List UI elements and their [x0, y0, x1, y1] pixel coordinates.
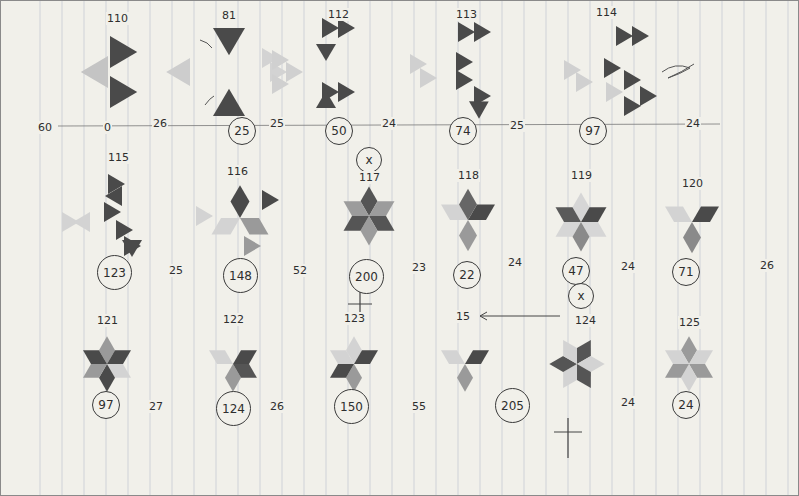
- circled-number: 148: [223, 258, 258, 293]
- figure-number: 116: [226, 165, 249, 178]
- circled-number: x: [568, 283, 594, 309]
- figure-number: 15: [455, 310, 471, 323]
- figure-number: 23: [411, 261, 427, 274]
- figure-number: 55: [411, 400, 427, 413]
- figure-number: 24: [620, 260, 636, 273]
- figure-number: 122: [222, 313, 245, 326]
- circled-number: 47: [562, 257, 590, 285]
- circled-number-text: 97: [98, 398, 113, 412]
- circled-number: 97: [579, 117, 607, 145]
- figure-number: 121: [96, 314, 119, 327]
- figure-number: 113: [455, 8, 478, 21]
- figure-number: 60: [37, 121, 53, 134]
- figure-number: 25: [168, 264, 184, 277]
- circled-number-text: 47: [568, 264, 583, 278]
- figure-number: 26: [269, 400, 285, 413]
- circled-number-text: 25: [234, 124, 249, 138]
- circled-number: 124: [216, 391, 251, 426]
- circled-number-text: 200: [355, 270, 378, 284]
- figure-number: 125: [678, 316, 701, 329]
- circled-number: 200: [349, 259, 384, 294]
- figure-number: 24: [381, 117, 397, 130]
- circled-number-text: 148: [229, 269, 252, 283]
- circled-number-text: 24: [678, 398, 693, 412]
- circled-number: 205: [495, 388, 530, 423]
- figure-number: 117: [358, 171, 381, 184]
- circled-number-text: 71: [678, 265, 693, 279]
- circled-number-text: 150: [340, 400, 363, 414]
- figure-number: 24: [685, 117, 701, 130]
- circled-number: x: [356, 147, 382, 173]
- circled-number-text: 97: [585, 124, 600, 138]
- circled-number: 22: [453, 261, 481, 289]
- figure-number: 26: [152, 117, 168, 130]
- figure-number: 115: [107, 151, 130, 164]
- figure-number: 25: [269, 117, 285, 130]
- figure-number: 27: [148, 400, 164, 413]
- figure-number: 24: [620, 396, 636, 409]
- figure-number: 119: [570, 169, 593, 182]
- circled-number: 50: [325, 117, 353, 145]
- figure-number: 112: [327, 8, 350, 21]
- circled-number-text: 124: [222, 402, 245, 416]
- circled-number: 25: [228, 117, 256, 145]
- circled-number: 123: [97, 255, 132, 290]
- circled-number: 74: [449, 117, 477, 145]
- figure-number: 123: [343, 312, 366, 325]
- circled-number: 150: [334, 389, 369, 424]
- circled-number: 97: [92, 391, 120, 419]
- figure-number: 110: [106, 12, 129, 25]
- figure-number: 24: [507, 256, 523, 269]
- figure-number: 25: [509, 119, 525, 132]
- circled-number: 71: [672, 258, 700, 286]
- circled-number-text: 74: [455, 124, 470, 138]
- figure-number: 81: [221, 9, 237, 22]
- circled-number: 24: [672, 391, 700, 419]
- circled-number-text: 50: [331, 124, 346, 138]
- figure-number: 0: [103, 121, 112, 134]
- circled-number-text: x: [365, 153, 372, 167]
- circled-number-text: 205: [501, 399, 524, 413]
- figure-number: 114: [595, 6, 618, 19]
- circled-number-text: 22: [459, 268, 474, 282]
- figure-number: 120: [681, 177, 704, 190]
- figure-number: 118: [457, 169, 480, 182]
- circled-number-text: 123: [103, 266, 126, 280]
- circled-number-text: x: [577, 289, 584, 303]
- figure-number: 124: [574, 314, 597, 327]
- figure-number: 52: [292, 264, 308, 277]
- figure-number: 26: [759, 259, 775, 272]
